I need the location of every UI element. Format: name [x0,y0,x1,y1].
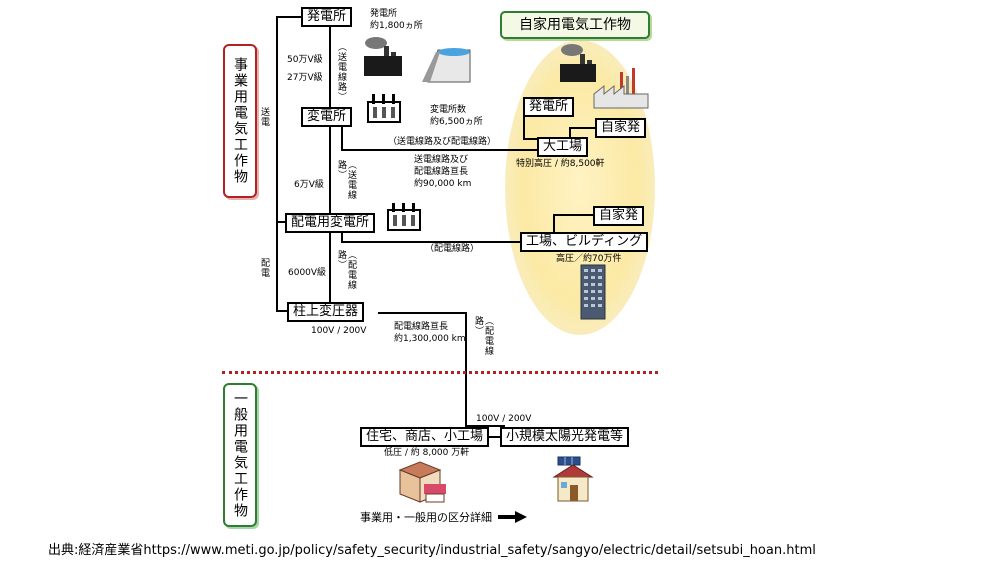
house-shop-icon [398,461,446,503]
factory-building-node: 工場、ビルディング [520,232,649,252]
distribution-route-label: （配電線路） [336,250,356,290]
transmission-route-label: （送電線路） [336,160,356,200]
line-length-label: 配電線路亘長 [414,167,469,177]
private-power-plant-node: 発電所 [523,97,575,117]
private-plant-line [523,138,539,140]
detail-link[interactable]: 事業用・一般用の区分詳細 [360,509,528,525]
factory-icon [593,68,649,109]
distribution-side-label: 配電 [259,258,269,278]
plant-count-value: 約1,800ヵ所 [370,21,423,31]
special-high-voltage-label: 特別高圧 / 約8,500軒 [516,159,605,169]
substation-count-label: 変電所数 [430,105,467,115]
pole-line [378,312,467,314]
pole-line [465,425,505,427]
distribution-substation-node: 配電用変電所 [285,213,376,233]
private-facility-area [505,40,655,335]
distribution-route-label: （配電線路） [473,316,493,356]
voltage-270k-label: 27万V級 [287,73,323,83]
private-plant-line [523,117,525,139]
bracket-line [276,310,288,312]
substation-branch-line [341,149,537,151]
source-citation: 出典:経済産業省https://www.meti.go.jp/policy/sa… [48,543,816,558]
arrow-right-icon [498,511,527,523]
distribution-route-label: （配電線路） [425,244,480,254]
residential-node: 住宅、商店、小工場 [360,427,490,447]
voltage-100-200-label: 100V / 200V [311,326,367,336]
voltage-500k-label: 50万V級 [287,55,323,65]
distribution-length-value: 約1,300,000 km [394,334,466,344]
voltage-6000-label: 6000V級 [288,268,327,278]
solar-link-line [488,436,502,438]
transmission-side-label: 送電 [259,107,269,127]
detail-link-label: 事業用・一般用の区分詳細 [360,511,492,524]
private-thermal-plant-icon [560,44,596,82]
main-trunk-line [329,26,331,306]
dist-branch-line [341,241,521,243]
low-voltage-label: 低圧 / 約 8,000 万軒 [384,448,470,458]
self-gen-line [553,214,593,216]
pole-line [465,312,467,427]
substation-icon [367,94,401,123]
substation-count-value: 約6,500ヵ所 [430,117,483,127]
bracket-line [276,223,278,312]
trans-dist-route-label: （送電線路及び配電線路） [388,137,497,147]
line-length-value: 約90,000 km [414,179,472,189]
hydro-dam-icon [422,48,471,83]
self-gen-line [553,214,555,233]
self-gen-line [569,127,571,138]
bracket-line [276,16,302,18]
small-solar-node: 小規模太陽光発電等 [500,427,630,447]
distribution-length-label: 配電線路亘長 [394,322,449,332]
solar-house-icon [552,456,594,502]
plant-count-label: 発電所 [370,9,398,19]
pole-transformer-node: 柱上変圧器 [287,302,365,322]
voltage-100-200-label: 100V / 200V [476,414,532,424]
category-divider [222,371,658,374]
bracket-line [276,16,278,223]
power-plant-node: 発電所 [301,7,353,27]
self-gen-line [569,127,597,129]
general-category-label: 一般用電気工作物 [223,383,257,527]
private-category-label: 自家用電気工作物 [500,11,650,39]
thermal-plant-icon [364,37,402,76]
office-building-icon [580,264,606,320]
self-generation-node: 自家発 [593,206,645,226]
big-factory-node: 大工場 [537,137,589,157]
substation-node: 変電所 [301,107,353,127]
distribution-substation-icon [387,203,421,231]
transmission-route-label: （送電線路） [336,42,346,102]
bracket-line [276,221,286,223]
high-voltage-label: 高圧／約70万件 [556,254,622,264]
business-category-label: 事業用電気工作物 [223,44,257,198]
dist-branch-line [341,231,343,242]
voltage-60k-label: 6万V級 [294,180,324,190]
substation-branch-line [341,126,343,150]
self-generation-node: 自家発 [595,118,647,138]
line-length-label: 送電線路及び [414,155,469,165]
